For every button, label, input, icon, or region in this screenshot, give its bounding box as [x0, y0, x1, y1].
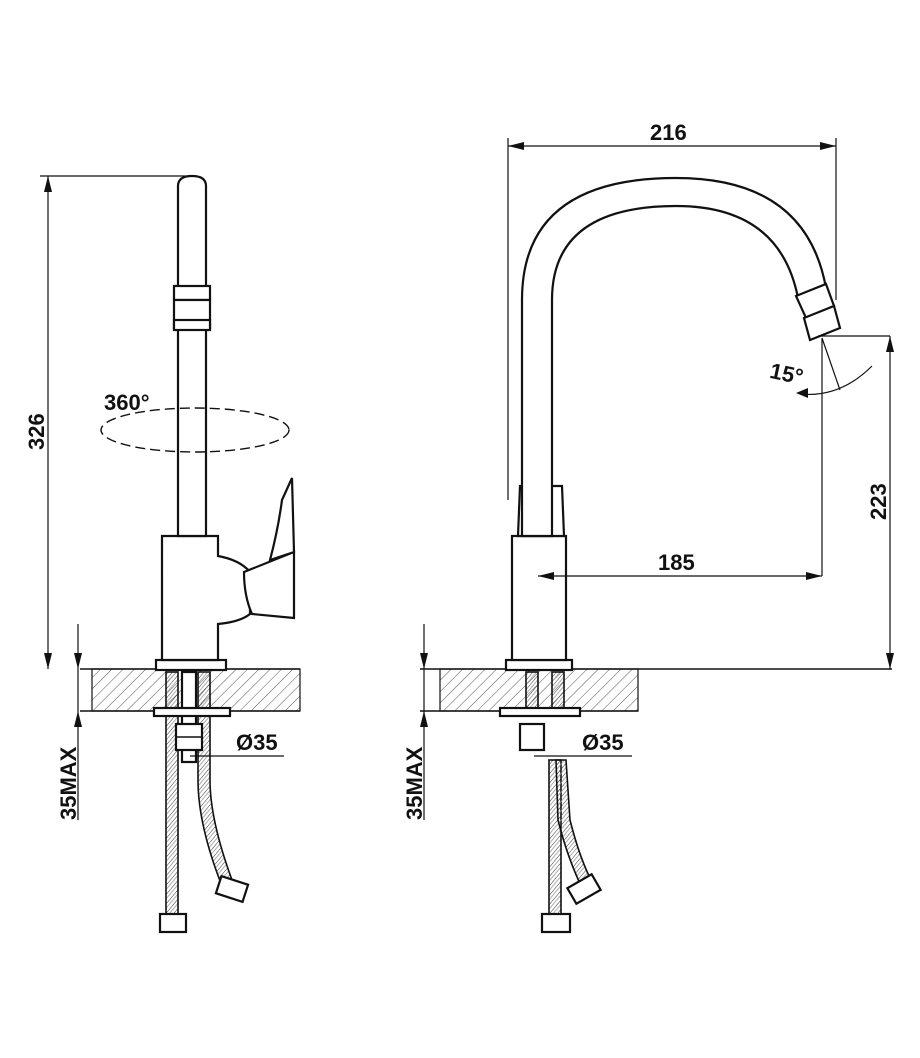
rotation-ellipse [100, 407, 290, 453]
max-thickness-dimension-left: 35MAX [56, 624, 82, 820]
spout-tube-left [172, 174, 212, 538]
reach-dimension: 216 [507, 120, 837, 500]
hole-diameter-dimension-right: Ø35 [534, 730, 632, 757]
flexible-hoses-right [540, 759, 603, 934]
faucet-body-right [510, 534, 568, 662]
base-plate-right [504, 658, 574, 672]
spout-height-dimension: 223 [866, 336, 894, 669]
flexible-hoses-left [158, 671, 250, 934]
max-thickness-label-right: 35MAX [402, 746, 427, 820]
reach-label: 216 [650, 120, 687, 145]
spout-reach-dimension: 185 [538, 550, 822, 580]
spout-height-label: 223 [866, 483, 891, 520]
angle-label: 15° [768, 358, 806, 389]
left-view: 360° 326 35MAX Ø35 [24, 174, 301, 934]
hole-diameter-label-right: Ø35 [582, 730, 624, 755]
mounting-stud-right [498, 671, 582, 752]
rotation-label: 360° [104, 390, 150, 415]
countertop-right [420, 668, 892, 712]
hole-diameter-label: Ø35 [236, 730, 278, 755]
max-thickness-dimension-right: 35MAX [402, 624, 428, 820]
lever-handle-left [242, 477, 296, 620]
spout-reach-label: 185 [658, 550, 695, 575]
faucet-body-left [160, 534, 252, 662]
right-view: 15° 216 185 223 [402, 120, 894, 934]
gooseneck-spout [520, 176, 842, 538]
base-plate-left [154, 658, 228, 672]
height-label: 326 [24, 413, 49, 450]
hole-diameter-dimension-left: Ø35 [190, 730, 284, 757]
height-dimension-left: 326 [24, 175, 192, 669]
angle-indicator: 15° [768, 335, 890, 576]
mounting-stud-left [152, 670, 232, 764]
max-thickness-label: 35MAX [56, 746, 81, 820]
